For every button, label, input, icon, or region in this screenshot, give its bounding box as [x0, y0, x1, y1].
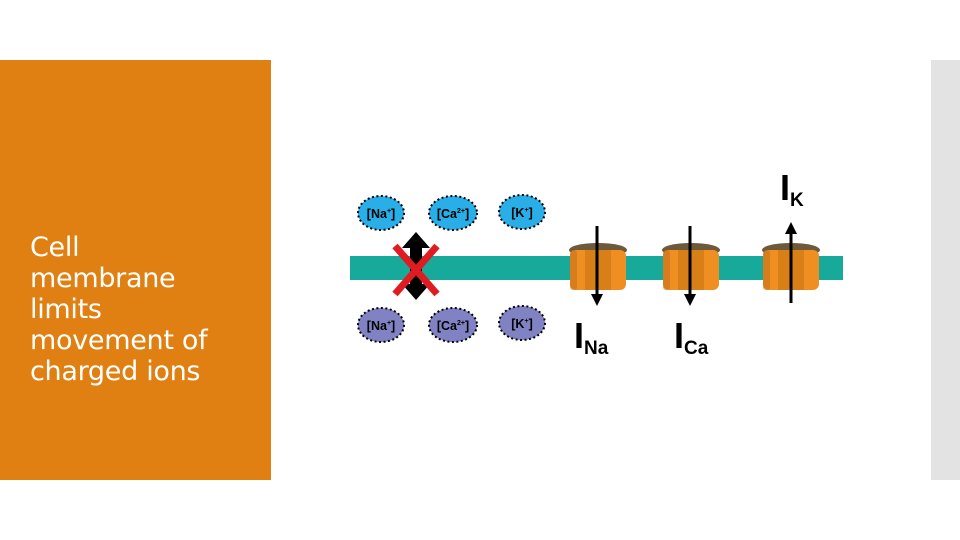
ion-charge: + [524, 318, 528, 325]
ion-bracket: ] [391, 319, 395, 333]
na-current-label: INa [574, 315, 609, 359]
ion-bracket: ] [465, 319, 469, 333]
svg-text:[K+]: [K+] [511, 317, 532, 331]
ion-bracket: ] [465, 207, 469, 221]
red-x-icon [392, 243, 440, 297]
k-channel [762, 243, 820, 290]
title-line: Cell [30, 232, 80, 263]
ion-na-inside: [Na+] [357, 307, 405, 343]
side-panel [931, 60, 960, 480]
ion-label: [K [511, 317, 524, 331]
svg-text:[Ca2+]: [Ca2+] [437, 319, 469, 333]
ion-label: [Ca [437, 319, 458, 333]
ion-charge: 2+ [457, 320, 465, 327]
ion-bracket: ] [529, 317, 533, 331]
title-panel: Cell membrane limits movement of charged… [0, 60, 271, 480]
ion-charge: + [387, 208, 391, 215]
ca-current-label: ICa [674, 315, 709, 359]
ion-bracket: ] [529, 206, 533, 220]
ca-channel [662, 243, 720, 290]
ion-charge: 2+ [457, 208, 465, 215]
svg-text:[Ca2+]: [Ca2+] [437, 207, 469, 221]
k-current-label: IK [780, 167, 804, 211]
ion-bracket: ] [391, 207, 395, 221]
title-line: membrane [30, 263, 176, 294]
title-line: movement of [30, 325, 208, 356]
ion-na-outside: [Na+] [357, 195, 405, 231]
ion-charge: + [524, 207, 528, 214]
title-line: charged ions [30, 356, 201, 387]
ion-k-outside: [K+] [498, 194, 546, 230]
ion-label: [K [511, 206, 524, 220]
ion-label: [Ca [437, 207, 458, 221]
ion-k-inside: [K+] [498, 305, 546, 341]
svg-text:[K+]: [K+] [511, 206, 532, 220]
ion-label: [Na [367, 207, 388, 221]
title-line: limits [30, 294, 102, 325]
ion-ca-inside: [Ca2+] [428, 307, 478, 343]
slide-title: Cell membrane limits movement of charged… [30, 232, 260, 387]
ion-ca-outside: [Ca2+] [428, 195, 478, 231]
svg-text:[Na+]: [Na+] [367, 319, 395, 333]
ion-label: [Na [367, 319, 388, 333]
ion-charge: + [387, 320, 391, 327]
svg-text:[Na+]: [Na+] [367, 207, 395, 221]
